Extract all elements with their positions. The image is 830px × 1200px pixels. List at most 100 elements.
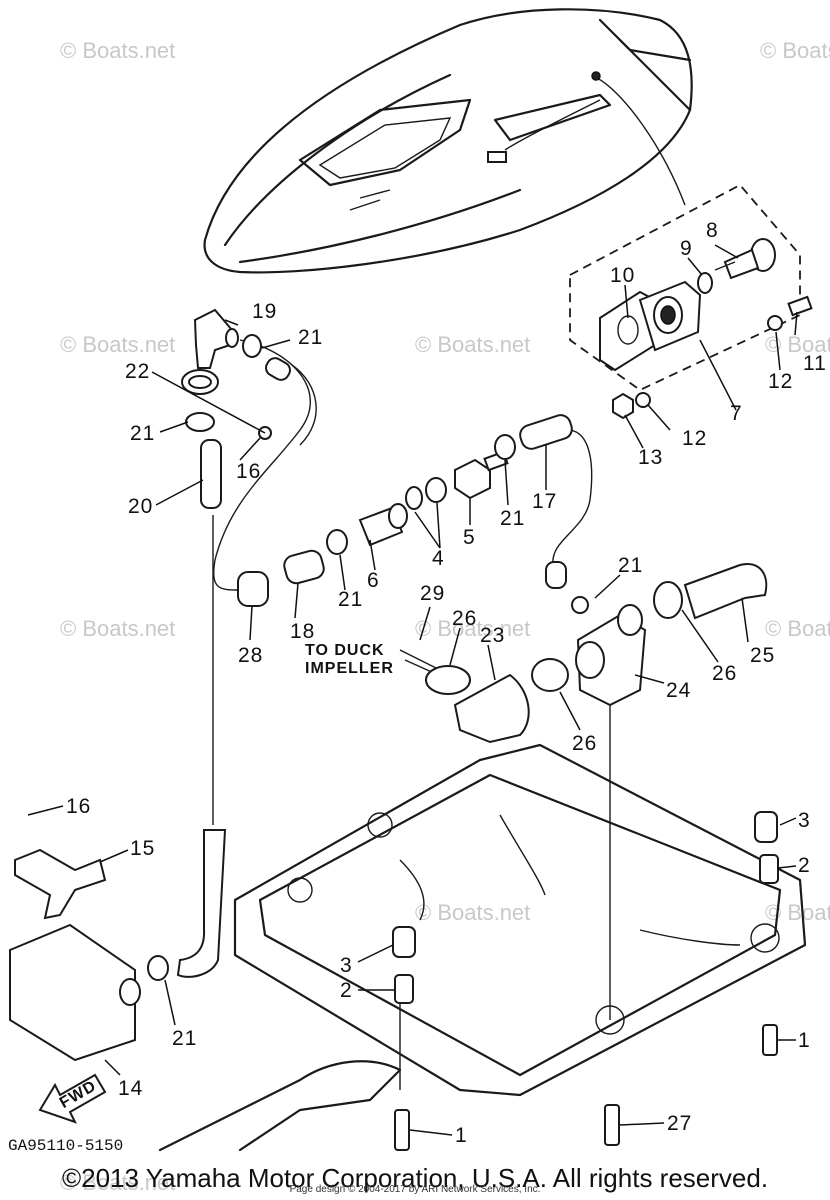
- part-12-washer-lower: [635, 392, 651, 408]
- callout-12: 12: [682, 427, 707, 450]
- hose-piece: [265, 357, 291, 381]
- callout-2: 2: [798, 854, 811, 877]
- callout-16: 16: [236, 460, 261, 483]
- callout-21: 21: [172, 1027, 197, 1050]
- part-17-hose: [519, 414, 573, 450]
- callout-22: 22: [125, 360, 150, 383]
- callout-21: 21: [338, 588, 363, 611]
- callout-20: 20: [128, 495, 153, 518]
- callout-10: 10: [610, 264, 635, 287]
- callout-8: 8: [706, 219, 719, 242]
- watermark: © Boats.net: [60, 1170, 175, 1195]
- callout-21: 21: [618, 554, 643, 577]
- callout-4: 4: [432, 547, 445, 570]
- part-1-bolt-left: [394, 1109, 410, 1151]
- callout-21: 21: [298, 326, 323, 349]
- callout-7: 7: [730, 402, 743, 425]
- callout-13: 13: [638, 446, 663, 469]
- watermark: © Boats.net: [415, 332, 530, 357]
- part-19-elbow: [193, 308, 239, 369]
- callout-numbers: 3 2 3 2 1 1 27 16 15 14 21 20 21 22 16 1…: [66, 219, 827, 1147]
- callout-26: 26: [712, 662, 737, 685]
- figure-code: GA95110-5150: [8, 1137, 123, 1155]
- callout-2: 2: [340, 979, 353, 1002]
- callout-1: 1: [798, 1029, 811, 1052]
- part-13-nut: [612, 392, 634, 420]
- callout-1: 1: [455, 1124, 468, 1147]
- part-8-plug: [714, 238, 776, 280]
- watermark: © Boats.net: [415, 900, 530, 925]
- part-12-washer: [767, 315, 783, 331]
- part-20-hose: [200, 439, 222, 509]
- callout-14: 14: [118, 1077, 143, 1100]
- callout-29: 29: [420, 582, 445, 605]
- note-line: IMPELLER: [305, 660, 394, 677]
- watermark: © Boats.net: [765, 616, 830, 641]
- callout-21: 21: [130, 422, 155, 445]
- callout-11: 11: [803, 352, 827, 375]
- leader-lines: [27, 244, 798, 1136]
- watermark: © Boats.net: [765, 900, 830, 925]
- part-21-clamp-left: [185, 412, 215, 432]
- part-26-clamp-right: [653, 581, 683, 619]
- part-27-bolt: [604, 1104, 620, 1146]
- jet-intake: [158, 1060, 402, 1152]
- part-3-mount-left: [392, 926, 416, 958]
- callout-25: 25: [750, 644, 775, 667]
- part-4-washer-2: [425, 477, 447, 503]
- part-7-fitting: [638, 280, 702, 352]
- part-14-tank: [9, 923, 141, 1062]
- watermark: © Boats.net: [760, 38, 830, 63]
- callout-21: 21: [500, 507, 525, 530]
- engine-bed: [233, 743, 807, 1097]
- part-18-hose: [283, 549, 325, 585]
- part-25-hose-elbow: [683, 563, 768, 620]
- part-15-bracket: [14, 848, 107, 920]
- callout-26: 26: [452, 607, 477, 630]
- callout-3: 3: [798, 809, 811, 832]
- hose-lines: [212, 339, 611, 1090]
- part-21-clamp-right: [571, 596, 589, 614]
- watermark: © Boats.net: [60, 38, 175, 63]
- note-line: TO DUCK: [305, 642, 385, 659]
- page-design-credit: Page design © 2004-2017 by ARI Network S…: [289, 1184, 541, 1195]
- part-24-housing: [575, 604, 647, 707]
- callout-28: 28: [238, 644, 263, 667]
- part-9-o-ring: [697, 272, 713, 294]
- part-21-clamp-lower: [147, 955, 169, 981]
- callout-26: 26: [572, 732, 597, 755]
- callout-12: 12: [768, 370, 793, 393]
- callout-9: 9: [680, 237, 693, 260]
- callout-24: 24: [666, 679, 691, 702]
- callout-5: 5: [463, 526, 476, 549]
- fwd-arrow-icon: FWD: [38, 1073, 107, 1124]
- hose-lower: [176, 829, 227, 978]
- part-21-clamp-center: [326, 529, 348, 555]
- callout-17: 17: [532, 490, 557, 513]
- watercraft-hull: [203, 8, 693, 274]
- callout-3: 3: [340, 954, 353, 977]
- part-2-stud: [759, 854, 779, 884]
- hose-end-17: [545, 561, 567, 589]
- watermarks: © Boats.net © Boats.net © Boats.net © Bo…: [60, 38, 830, 1195]
- part-21-clamp: [242, 334, 262, 358]
- part-3-mount: [754, 811, 778, 843]
- watermark: © Boats.net: [60, 332, 175, 357]
- part-26-clamp-left: [425, 665, 471, 695]
- part-6-fitting: [358, 503, 408, 547]
- detail-box: [569, 183, 801, 392]
- part-26-clamp-mid: [531, 658, 569, 692]
- callout-27: 27: [667, 1112, 692, 1135]
- callout-18: 18: [290, 620, 315, 643]
- callout-6: 6: [367, 569, 380, 592]
- callout-19: 19: [252, 300, 277, 323]
- part-2-stud-left: [394, 974, 414, 1004]
- callout-15: 15: [130, 837, 155, 860]
- part-22-clamp: [181, 369, 219, 395]
- copyright-notice: ©2013 Yamaha Motor Corporation, U.S.A. A…: [61, 1163, 769, 1193]
- part-1-bolt-right: [762, 1024, 778, 1056]
- watermark: © Boats.net: [415, 616, 530, 641]
- part-21-clamp-upper: [494, 434, 516, 460]
- part-28-hose-end: [237, 571, 269, 607]
